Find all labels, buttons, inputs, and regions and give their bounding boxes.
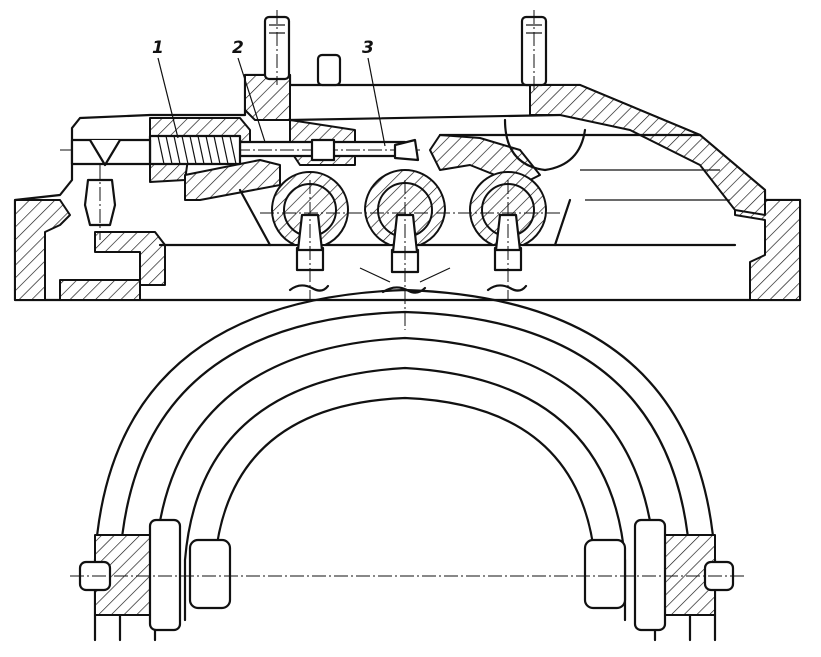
callout-3-label: 3 bbox=[362, 38, 374, 58]
callout-1-label: 1 bbox=[152, 38, 164, 58]
spring bbox=[148, 134, 242, 166]
interlock-assembly bbox=[60, 134, 420, 167]
top-bolts bbox=[263, 10, 548, 90]
left-pin bbox=[83, 165, 117, 240]
shift-forks bbox=[70, 288, 745, 642]
callout-leaders bbox=[157, 57, 386, 147]
callout-2-label: 2 bbox=[232, 38, 244, 58]
shift-rails bbox=[260, 169, 560, 330]
